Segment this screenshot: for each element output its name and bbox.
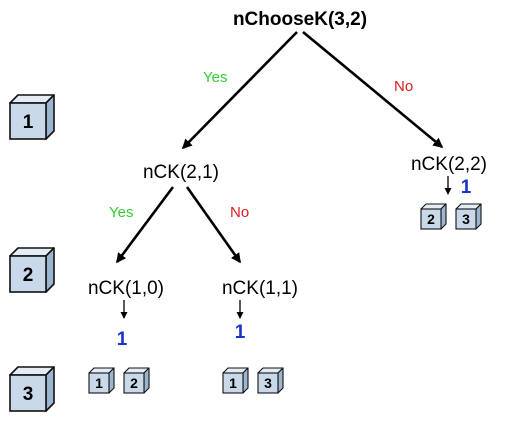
cube-level-3-icon: 3 [9, 366, 55, 412]
edge-label-no-n21: No [230, 204, 249, 221]
node-n22: nCK(2,2) [411, 154, 487, 175]
node-root: nChooseK(3,2) [233, 9, 367, 30]
edge-n21-no [185, 186, 242, 264]
cube-n11-second-icon: 3 [257, 367, 284, 394]
result-n11: 1 [235, 322, 246, 343]
node-n11: nCK(1,1) [222, 278, 298, 299]
edge-root-no [302, 30, 444, 149]
edge-label-yes-n21: Yes [109, 204, 133, 221]
cube-n22-second-label: 3 [462, 211, 470, 227]
edge-root-yes [181, 31, 298, 150]
cube-level-2-label: 2 [23, 265, 34, 286]
edge-label-no-root: No [394, 78, 413, 95]
cube-n10-second-icon: 2 [123, 367, 150, 394]
cube-level-1-icon: 1 [9, 94, 55, 140]
result-n10: 1 [117, 329, 128, 350]
cube-level-3-label: 3 [23, 384, 34, 405]
cube-n11-first-label: 1 [229, 375, 237, 391]
cube-level-2-icon: 2 [9, 247, 55, 293]
cube-n11-second-label: 3 [264, 375, 272, 391]
node-n21: nCK(2,1) [143, 162, 219, 183]
cube-n10-second-label: 2 [130, 375, 138, 391]
edge-n21-yes [115, 186, 175, 264]
result-n22: 1 [461, 177, 472, 198]
cube-n11-first-icon: 1 [222, 367, 249, 394]
node-n10: nCK(1,0) [88, 278, 164, 299]
cube-n10-first-label: 1 [95, 375, 103, 391]
cube-n22-first-icon: 2 [420, 203, 447, 230]
cube-n10-first-icon: 1 [88, 367, 115, 394]
edge-label-yes-root: Yes [203, 69, 227, 86]
cube-n22-second-icon: 3 [455, 203, 482, 230]
cube-n22-first-label: 2 [427, 211, 435, 227]
cube-level-1-label: 1 [23, 112, 34, 133]
